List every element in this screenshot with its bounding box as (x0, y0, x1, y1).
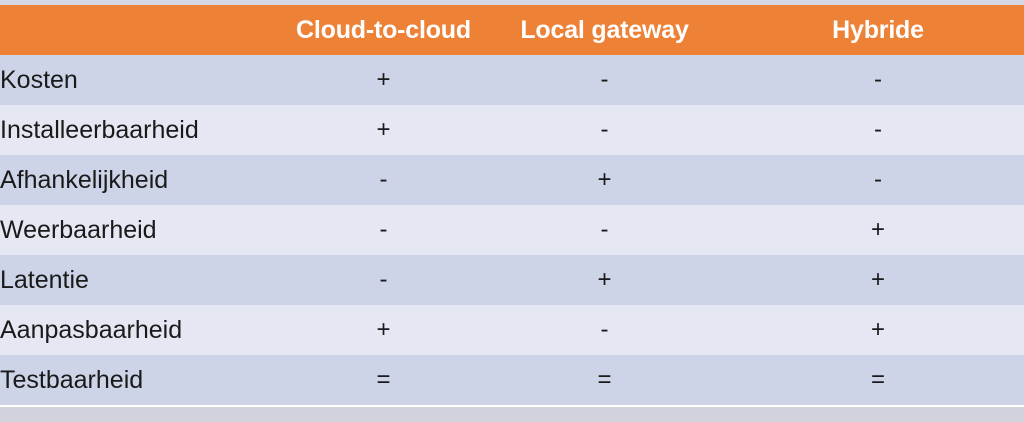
row-label: Afhankelijkheid (0, 165, 169, 194)
cell-cloud-to-cloud: - (379, 266, 388, 293)
column-header-criterion (0, 5, 290, 55)
cell-hybride: - (874, 166, 882, 193)
cell-local-gateway: - (600, 116, 609, 143)
row-label: Testbaarheid (0, 365, 144, 394)
cell-hybride: - (874, 116, 882, 143)
cell-hybride: + (870, 316, 885, 343)
row-label: Kosten (0, 65, 78, 94)
table-row: Testbaarheid = = = (0, 355, 1024, 405)
column-header-local-gateway: Local gateway (477, 5, 732, 55)
cell-local-gateway: + (597, 266, 612, 293)
row-label: Latentie (0, 265, 89, 294)
table-row: Installeerbaarheid + - - (0, 105, 1024, 155)
cell-local-gateway: - (600, 216, 609, 243)
table-header-row: Cloud-to-cloud Local gateway Hybride (0, 5, 1024, 55)
cell-cloud-to-cloud: - (379, 166, 388, 193)
cell-hybride: + (870, 266, 885, 293)
table-body: Kosten + - - Installeerbaarheid + - - Af… (0, 55, 1024, 405)
cell-local-gateway: - (600, 316, 609, 343)
table-row: Latentie - + + (0, 255, 1024, 305)
bottom-edge-strip (0, 407, 1024, 422)
cell-cloud-to-cloud: = (376, 366, 391, 393)
column-header-hybride: Hybride (732, 5, 1024, 55)
table-row: Kosten + - - (0, 55, 1024, 105)
cell-cloud-to-cloud: + (376, 316, 391, 343)
cell-hybride: + (870, 216, 885, 243)
cell-local-gateway: = (597, 366, 612, 393)
top-edge-strip (0, 0, 1024, 5)
cell-hybride: = (870, 366, 885, 393)
cell-cloud-to-cloud: + (376, 116, 391, 143)
row-label: Aanpasbaarheid (0, 315, 183, 344)
cell-local-gateway: + (597, 166, 612, 193)
comparison-table: Cloud-to-cloud Local gateway Hybride Kos… (0, 5, 1024, 405)
table-row: Weerbaarheid - - + (0, 205, 1024, 255)
cell-cloud-to-cloud: - (379, 216, 388, 243)
cell-local-gateway: - (600, 66, 609, 93)
cell-hybride: - (874, 66, 882, 93)
table-row: Aanpasbaarheid + - + (0, 305, 1024, 355)
row-label: Weerbaarheid (0, 215, 157, 244)
cell-cloud-to-cloud: + (376, 66, 391, 93)
column-header-cloud-to-cloud: Cloud-to-cloud (290, 5, 477, 55)
table-header: Cloud-to-cloud Local gateway Hybride (0, 5, 1024, 55)
table-row: Afhankelijkheid - + - (0, 155, 1024, 205)
row-label: Installeerbaarheid (0, 115, 199, 144)
